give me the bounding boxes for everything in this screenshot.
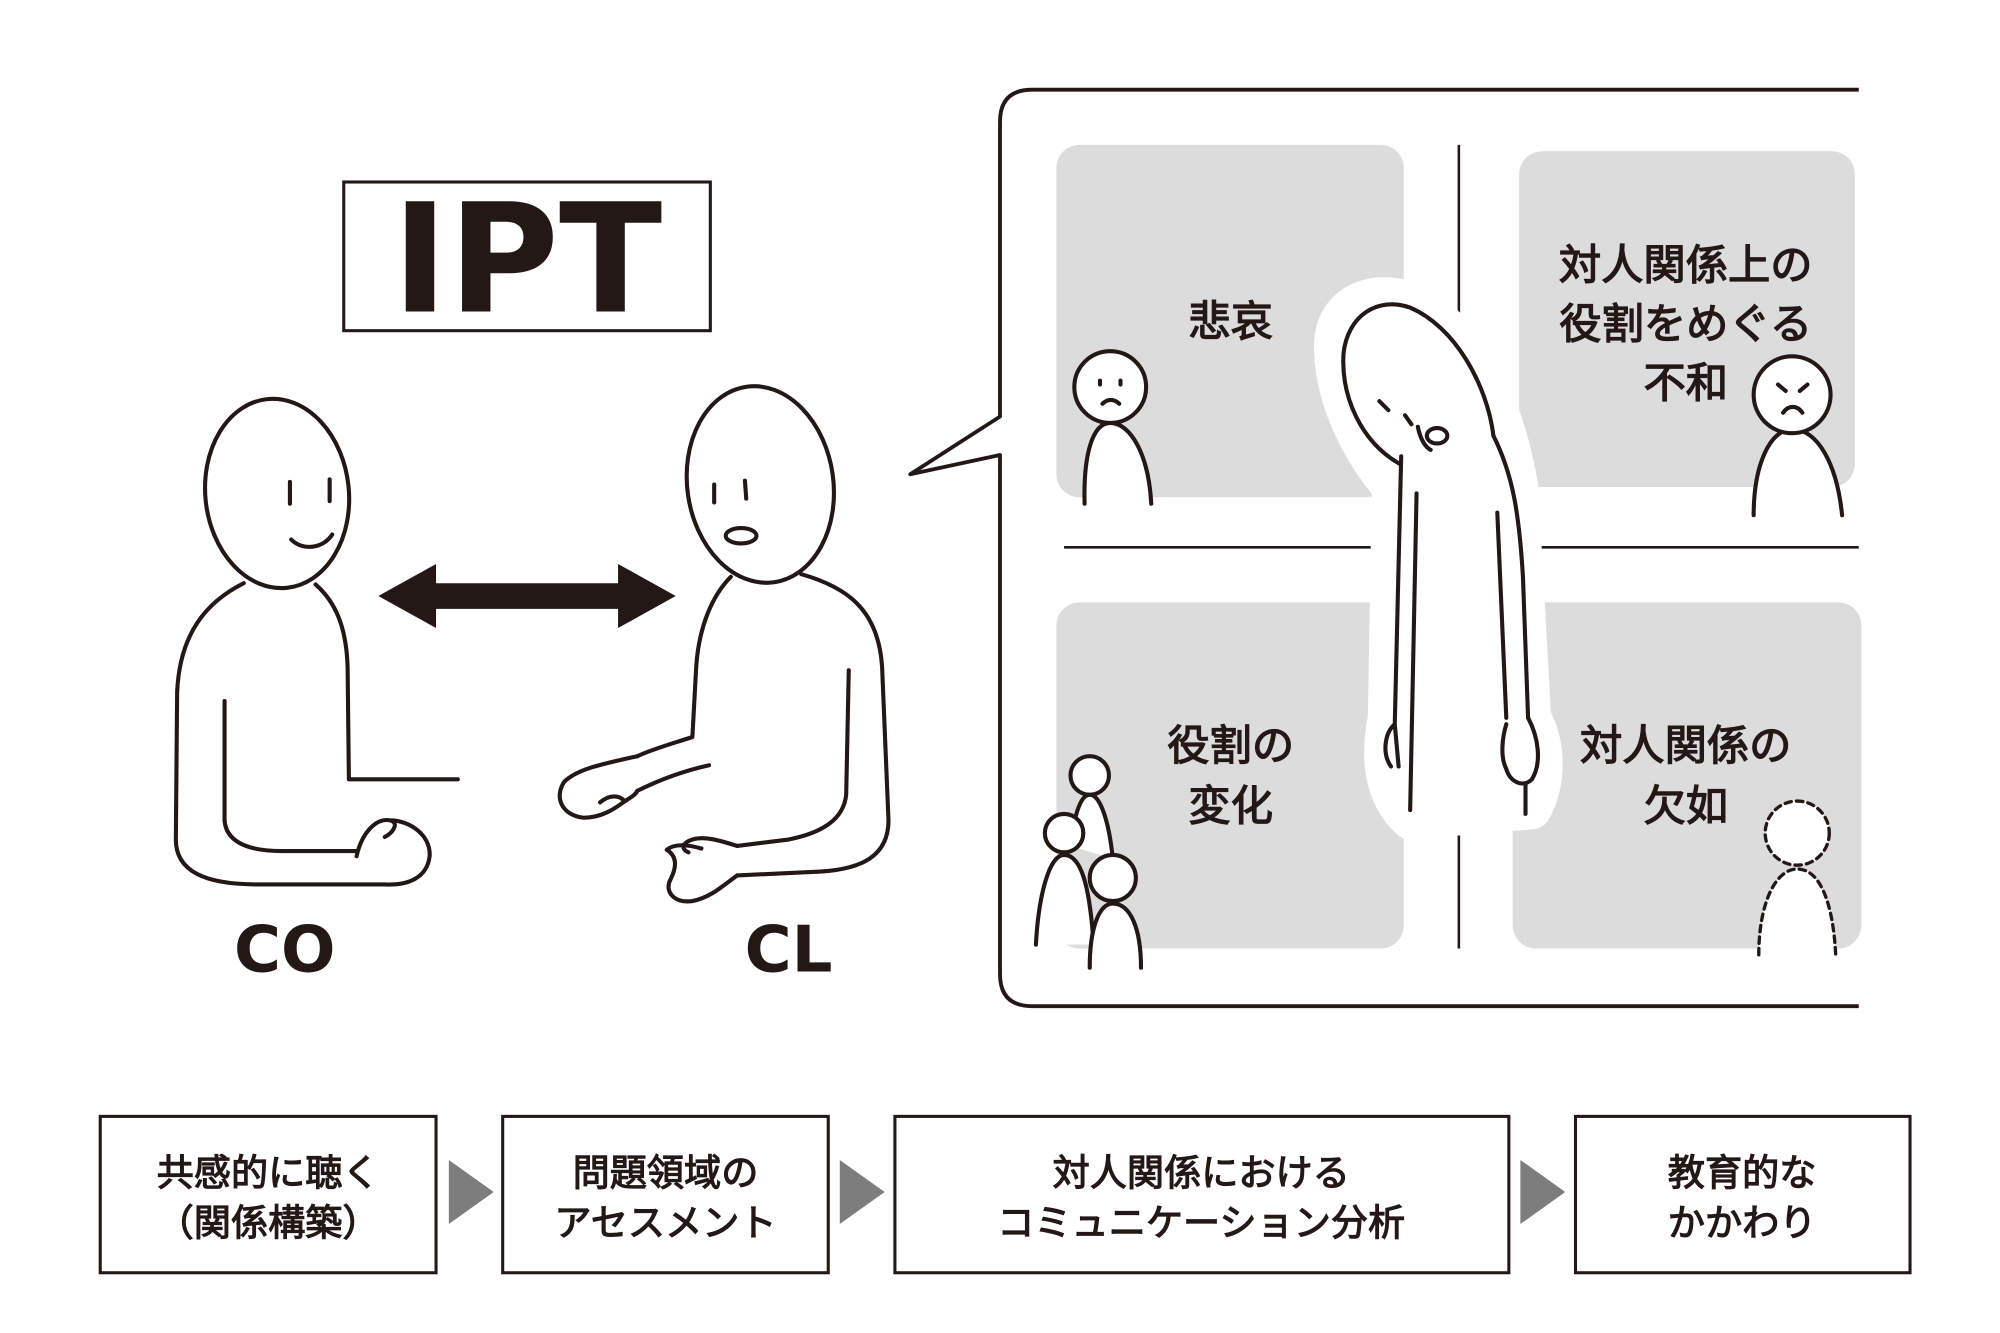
client-body-outline [735, 572, 891, 878]
group-person-middle-head [1042, 811, 1086, 855]
figure-hand [1500, 715, 1540, 786]
counselor-head [202, 396, 352, 591]
absent-person-body [1757, 867, 1838, 957]
sad-person-icon [1072, 349, 1154, 506]
step-label-line2: （関係構築） [157, 1201, 380, 1245]
counselor-label: CO [234, 914, 336, 988]
client-fist [557, 754, 640, 820]
step-label-line1: 教育的な [1668, 1151, 1817, 1195]
figure-right-arm [1495, 510, 1509, 720]
figure-eyes [1377, 399, 1414, 427]
role-dispute-label-line2: 役割をめぐる [1559, 299, 1812, 348]
client-arm [735, 668, 851, 848]
figure-left-arm [1408, 491, 1419, 813]
step-empathic-listening: 共感的に聴く （関係構築） [98, 1114, 438, 1275]
figure-mouth [1424, 426, 1450, 446]
absent-person-icon [1757, 799, 1838, 957]
client-open-hand [664, 836, 740, 904]
client-forearm [635, 763, 712, 793]
figure-chin [1415, 424, 1433, 452]
sad-person-face [1097, 378, 1123, 406]
sad-person-head [1072, 349, 1149, 426]
step-arrow-icon [1520, 1159, 1566, 1225]
group-people-icon [1033, 754, 1144, 970]
group-person-front-head [1087, 852, 1138, 904]
step-label-line2: かかわり [1668, 1201, 1817, 1245]
counselor-fist [354, 818, 432, 887]
depressed-person-figure [1314, 277, 1563, 840]
step-label-line2: アセスメント [554, 1201, 776, 1245]
figure-back-outline [1491, 433, 1531, 720]
interpersonal-deficit-label-line1: 対人関係の [1580, 721, 1791, 770]
frowning-person-icon [1751, 354, 1845, 518]
step-problem-assessment: 問題領域の アセスメント [501, 1114, 830, 1275]
step-box [98, 1114, 438, 1275]
interpersonal-deficit-label-line2: 欠如 [1643, 781, 1728, 830]
panel-role-transition [1056, 602, 1404, 949]
double-arrow-icon [378, 563, 676, 629]
panel-grief [1056, 144, 1404, 498]
step-box [501, 1114, 830, 1275]
panel-interpersonal-deficit [1512, 602, 1862, 949]
step-educational-involvement: 教育的な かかわり [1573, 1114, 1912, 1275]
grief-label: 悲哀 [1188, 297, 1273, 346]
counselor-eyes [287, 477, 332, 506]
role-transition-label-line2: 変化 [1188, 781, 1273, 830]
role-transition-label-line1: 役割の [1167, 721, 1294, 770]
counselor-body-outline [173, 581, 387, 887]
process-flow: 共感的に聴く （関係構築） 問題領域の アセスメント 対人関係における コミュニ… [98, 1114, 1912, 1275]
client-mouth [723, 526, 759, 546]
step-arrow-icon [448, 1159, 494, 1225]
client-head [684, 384, 837, 585]
client-eyes [712, 478, 749, 505]
step-arrow-icon [839, 1159, 885, 1225]
step-label-line1: 共感的に聴く [157, 1151, 380, 1195]
step-box [1573, 1114, 1912, 1275]
frowning-person-head [1751, 354, 1833, 436]
client-figure [557, 384, 891, 904]
step-box [893, 1114, 1511, 1275]
figure-head-outline [1341, 302, 1496, 467]
group-person-back-head [1068, 754, 1111, 797]
frowning-person-face [1775, 382, 1810, 415]
ipt-title-box: IPT [342, 171, 712, 347]
group-person-front-body [1087, 901, 1144, 970]
counselor-arm [222, 699, 359, 854]
title-frame [342, 180, 712, 333]
step-label-line2: コミュニケーション分析 [997, 1201, 1405, 1245]
step-label-line1: 対人関係における [1053, 1151, 1350, 1195]
title-text: IPT [392, 171, 662, 347]
group-person-middle-body [1033, 852, 1096, 947]
step-communication-analysis: 対人関係における コミュニケーション分析 [893, 1114, 1511, 1275]
step-label-line1: 問題領域の [573, 1151, 759, 1195]
role-dispute-label-line1: 対人関係上の [1559, 240, 1813, 289]
figure-front-outline [1383, 454, 1404, 769]
counselor-smile [289, 532, 335, 549]
role-dispute-label-line3: 不和 [1643, 358, 1728, 407]
absent-person-head [1763, 799, 1831, 867]
counselor-torso-front [313, 582, 460, 782]
client-label: CL [745, 914, 833, 988]
counselor-figure [173, 396, 460, 887]
client-torso-front [635, 574, 733, 759]
